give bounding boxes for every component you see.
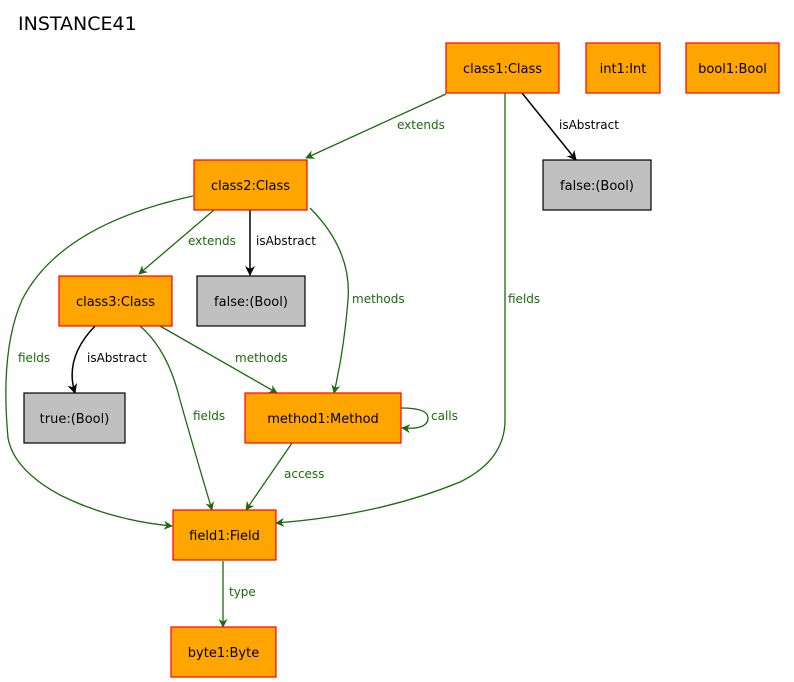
diagram-title: INSTANCE41 [18, 13, 137, 35]
edge-label-class3-isabstract: isAbstract [87, 351, 147, 365]
node-class3-label: class3:Class [76, 295, 155, 310]
edge-class2-methods [309, 207, 349, 394]
edge-label-class3-fields: fields [193, 409, 225, 423]
node-method1-label: method1:Method [267, 412, 379, 427]
edge-label-class2-methods: methods [352, 292, 405, 306]
node-bool1[interactable]: bool1:Bool [685, 42, 780, 94]
edge-label-class1-extends: extends [397, 118, 445, 132]
node-true1[interactable]: true:(Bool) [23, 392, 126, 444]
edge-label-method1-access: access [284, 467, 324, 481]
edge-class2-extends [138, 209, 215, 275]
node-false2-label: false:(Bool) [214, 295, 288, 310]
node-false1-label: false:(Bool) [560, 179, 634, 194]
node-class1[interactable]: class1:Class [445, 42, 560, 94]
edge-class1-isabstract [521, 92, 577, 161]
node-byte1-label: byte1:Byte [188, 646, 259, 661]
node-bool1-label: bool1:Bool [698, 62, 767, 77]
edge-label-class1-fields: fields [508, 292, 540, 306]
edge-label-class2-fields: fields [18, 351, 50, 365]
edge-class3-isabstract [67, 325, 96, 394]
edge-label-class3-methods: methods [235, 351, 288, 365]
edge-label-method1-calls: calls [431, 409, 458, 423]
node-method1[interactable]: method1:Method [244, 392, 402, 444]
node-class2-label: class2:Class [211, 179, 290, 194]
edge-label-field1-type: type [229, 585, 256, 599]
edge-class2-fields [5, 195, 194, 530]
edge-class3-methods [159, 325, 278, 394]
node-false1[interactable]: false:(Bool) [542, 159, 652, 211]
node-class1-label: class1:Class [463, 62, 542, 77]
edge-label-class2-isabstract: isAbstract [256, 234, 316, 248]
edge-label-class2-extends: extends [188, 234, 236, 248]
node-field1-label: field1:Field [189, 529, 260, 544]
edge-method1-access [245, 442, 293, 511]
node-int1[interactable]: int1:Int [585, 42, 661, 94]
node-byte1[interactable]: byte1:Byte [170, 626, 277, 678]
node-true1-label: true:(Bool) [40, 412, 110, 427]
edge-class1-extends [305, 93, 447, 159]
edge-method1-calls [400, 407, 429, 434]
edge-label-class1-isabstract: isAbstract [559, 118, 619, 132]
node-class2[interactable]: class2:Class [193, 159, 308, 211]
node-field1[interactable]: field1:Field [172, 509, 277, 561]
edge-class3-fields [139, 325, 214, 511]
node-false2[interactable]: false:(Bool) [196, 275, 306, 327]
edge-class1-fields [275, 93, 506, 527]
node-int1-label: int1:Int [600, 62, 647, 77]
node-class3[interactable]: class3:Class [58, 275, 173, 327]
